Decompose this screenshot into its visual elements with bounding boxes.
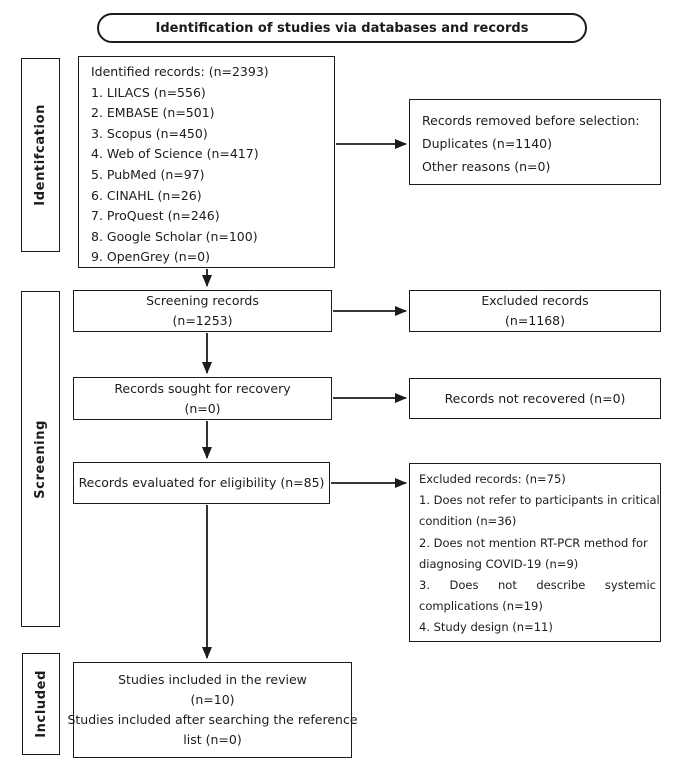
excluded-eligibility-line: 1. Does not refer to participants in cri… (419, 493, 660, 508)
included-studies-line: (n=10) (190, 692, 235, 707)
included-studies-line: Studies included after searching the ref… (67, 712, 358, 727)
included-studies-box: Studies included in the review (n=10) Stud… (67, 662, 358, 758)
records-sought-line: Records sought for recovery (114, 380, 291, 396)
screening-records-line: (n=1253) (172, 313, 233, 328)
records-sought-box: Records sought for recovery (n=0) (73, 377, 332, 420)
excluded-eligibility-line: condition (n=36) (419, 514, 517, 529)
screening-records-line: Screening records (146, 293, 259, 308)
included-studies-line: Studies included in the review (118, 672, 307, 687)
excluded-eligibility-line: 3. Does not describe systemic (419, 578, 656, 593)
records-not-recovered-line: Records not recovered (n=0) (444, 390, 626, 406)
stage-label-identification: Identifcation (21, 58, 60, 252)
excluded-eligibility-line: complications (n=19) (419, 599, 543, 614)
excluded-records-line: Excluded records (481, 293, 589, 308)
excluded-eligibility-box: Excluded records: (n=75) 1. Does not refe… (409, 463, 661, 642)
records-removed-line: Records removed before selection: (422, 113, 640, 128)
identified-records-line: 8. Google Scholar (n=100) (91, 228, 258, 244)
excluded-eligibility-line: 2. Does not mention RT-PCR method for (419, 535, 648, 550)
records-evaluated-line: Records evaluated for eligibility (n=85) (78, 475, 325, 490)
stage-label-identification-text: Identifcation (33, 104, 48, 206)
excluded-records-box: Excluded records (n=1168) (409, 290, 661, 332)
identified-records-line: 2. EMBASE (n=501) (91, 105, 215, 121)
diagram-title: Identification of studies via databases … (97, 13, 587, 43)
screening-records-box: Screening records (n=1253) (73, 290, 332, 332)
records-sought-line: (n=0) (184, 400, 221, 416)
stage-label-screening-text: Screening (33, 419, 48, 499)
excluded-records-line: (n=1168) (505, 313, 565, 328)
identified-records-line: 9. OpenGrey (n=0) (91, 249, 211, 265)
identified-records-line: 1. LILACS (n=556) (91, 84, 206, 100)
identified-records-line: 3. Scopus (n=450) (91, 125, 208, 141)
stage-label-included-text: Included (33, 670, 49, 738)
identified-records-box: Identified records: (n=2393) 1. LILACS (n… (78, 56, 335, 268)
excluded-eligibility-line: 4. Study design (n=11) (419, 620, 553, 635)
identified-records-line: 4. Web of Science (n=417) (91, 146, 259, 162)
excluded-eligibility-line: diagnosing COVID-19 (n=9) (419, 556, 579, 571)
identified-records-line: Identified records: (n=2393) (91, 64, 269, 79)
records-removed-box: Records removed before selection: Duplica… (409, 99, 661, 185)
records-evaluated-box: Records evaluated for eligibility (n=85) (73, 462, 330, 504)
stage-label-screening: Screening (21, 291, 60, 627)
records-removed-line: Duplicates (n=1140) (422, 136, 552, 151)
excluded-eligibility-line: Excluded records: (n=75) (419, 472, 566, 486)
records-not-recovered-box: Records not recovered (n=0) (409, 378, 661, 419)
identified-records-line: 5. PubMed (n=97) (91, 166, 205, 182)
identified-records-line: 7. ProQuest (n=246) (91, 208, 220, 224)
included-studies-line: list (n=0) (183, 732, 242, 747)
identified-records-line: 6. CINAHL (n=26) (91, 187, 202, 203)
stage-label-included: Included (22, 653, 60, 755)
records-removed-line: Other reasons (n=0) (422, 159, 551, 174)
